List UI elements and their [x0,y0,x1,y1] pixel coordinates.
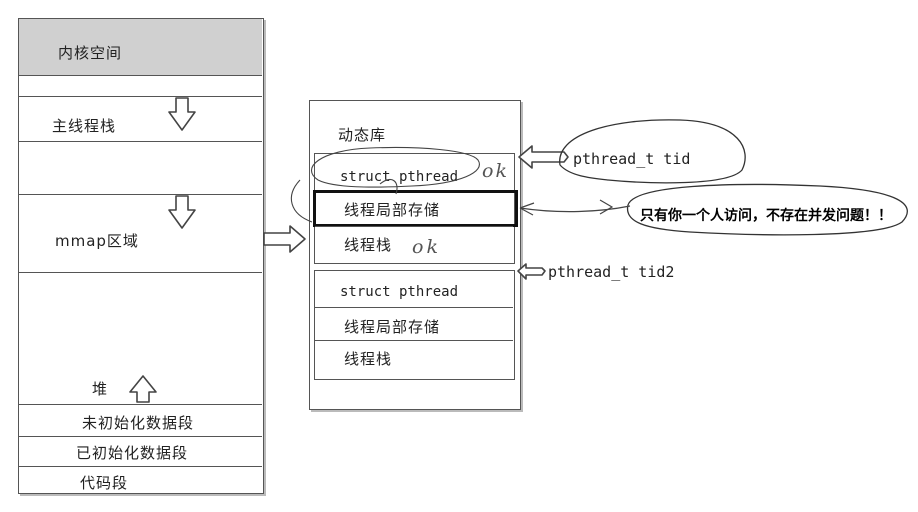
divider [19,404,262,405]
divider [315,226,513,227]
struct-pthread-label-2: struct pthread [340,284,459,300]
down-arrow-icon [168,97,196,131]
mmap-region-label: mmap区域 [55,232,139,250]
struct-pthread-label-1: struct pthread [340,169,459,185]
pthread-tid2-label: pthread_t tid2 [548,263,675,281]
tls-highlight-box [313,190,518,227]
heap-label: 堆 [92,380,109,398]
arrowhead-icon [599,199,614,215]
kernel-space-label: 内核空间 [58,44,123,62]
pthread-tid-label: pthread_t tid [573,150,691,168]
no-concurrency-note: 只有你一个人访问，不存在并发问题！！ [640,208,892,224]
divider [315,307,513,308]
circle-annotation [626,183,908,236]
divider [19,466,262,467]
left-arrow-icon [517,263,546,280]
divider [19,272,262,273]
scribble-annotation [311,146,480,188]
divider [19,96,262,97]
scribble-annotation [379,179,398,195]
main-thread-stack-label: 主线程栈 [52,117,117,135]
text-segment-label: 代码段 [80,474,129,492]
scribble-annotation [291,179,313,223]
dynamic-library-box [309,100,521,410]
right-arrow-icon [263,225,306,253]
thread-block-2 [314,270,515,380]
up-arrow-icon [129,375,157,403]
address-space-box [18,18,264,494]
down-arrow-icon [168,195,196,229]
circle-annotation [559,119,746,184]
kernel-space-region [19,19,262,76]
ok-mark-1: ok [482,160,509,182]
thread-stack-label-1: 线程栈 [344,236,393,254]
tls-label-1: 线程局部存储 [344,201,441,219]
thread-stack-label-2: 线程栈 [344,350,393,368]
divider [315,340,513,341]
data-segment-label: 已初始化数据段 [76,444,189,462]
divider [19,194,262,195]
divider [19,141,262,142]
divider [19,436,262,437]
tls-label-2: 线程局部存储 [344,318,441,336]
left-arrow-icon [518,145,569,169]
bss-segment-label: 未初始化数据段 [82,414,195,432]
arrowhead-icon [519,202,535,216]
connector-line [519,205,631,213]
ok-mark-2: ok [412,236,441,258]
dynamic-library-label: 动态库 [338,126,387,144]
